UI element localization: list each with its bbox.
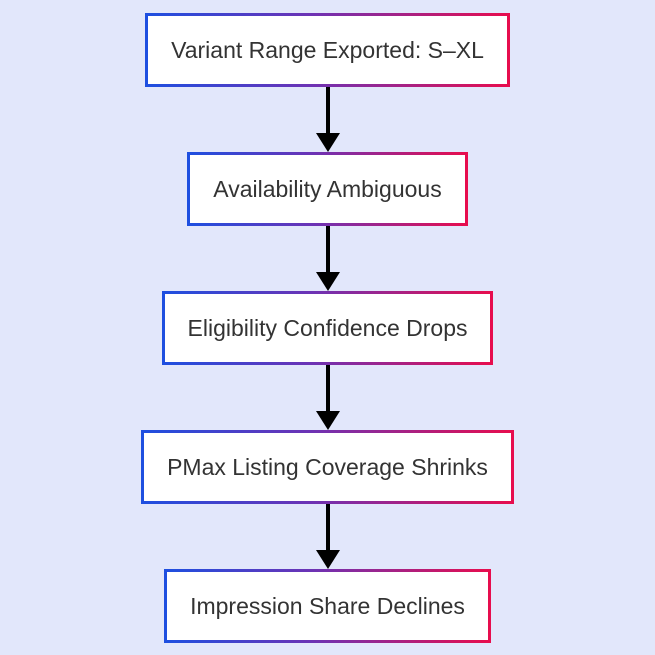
flow-node-label: Availability Ambiguous	[213, 175, 442, 202]
flow-node-variant-range-exported: Variant Range Exported: S–XL	[145, 13, 510, 87]
arrow-head-icon	[315, 272, 340, 291]
arrow-head-icon	[315, 411, 340, 430]
flow-node-label: Impression Share Declines	[190, 592, 465, 619]
down-arrow	[315, 87, 340, 152]
arrow-head-icon	[315, 550, 340, 569]
down-arrow	[315, 504, 340, 569]
flow-node-label: Variant Range Exported: S–XL	[171, 36, 484, 63]
arrow-head-icon	[315, 133, 340, 152]
arrow-stem	[325, 87, 330, 133]
flow-node-impression-share-declines: Impression Share Declines	[164, 569, 491, 643]
down-arrow	[315, 365, 340, 430]
arrow-stem	[325, 504, 330, 550]
flow-node-pmax-listing-coverage-shrinks: PMax Listing Coverage Shrinks	[141, 430, 514, 504]
flow-node-eligibility-confidence-drops: Eligibility Confidence Drops	[161, 291, 494, 365]
arrow-stem	[325, 226, 330, 272]
flow-node-label: Eligibility Confidence Drops	[187, 314, 468, 341]
flow-node-availability-ambiguous: Availability Ambiguous	[187, 152, 468, 226]
arrow-stem	[325, 365, 330, 411]
down-arrow	[315, 226, 340, 291]
flow-node-label: PMax Listing Coverage Shrinks	[167, 453, 488, 480]
